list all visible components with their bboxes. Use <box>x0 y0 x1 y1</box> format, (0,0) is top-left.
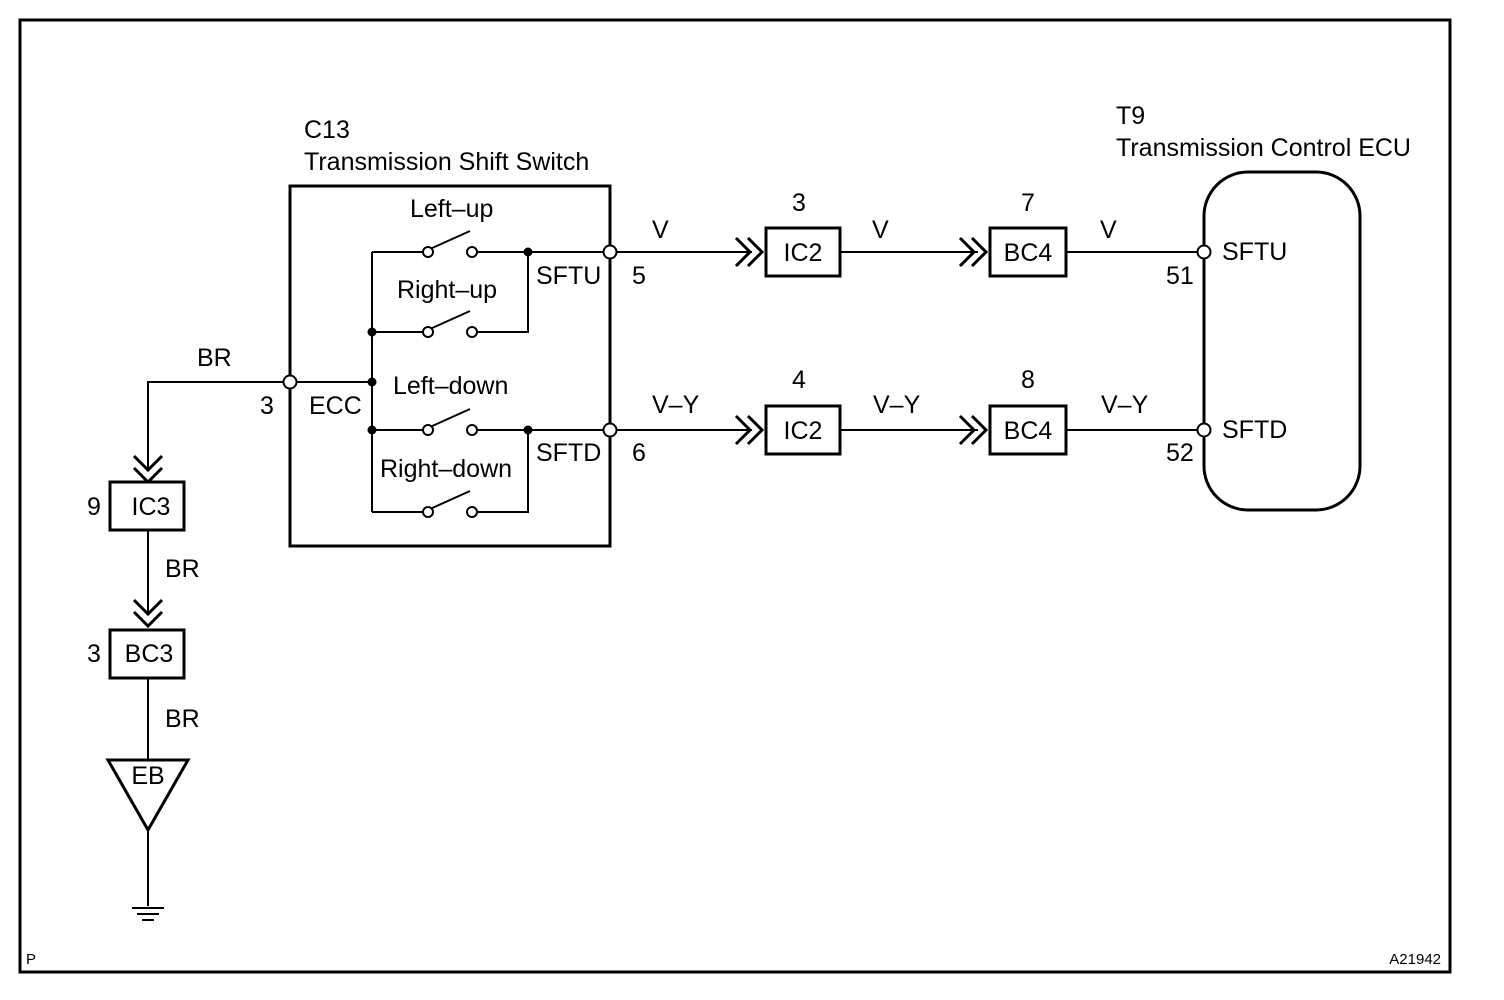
ecu-code: T9 <box>1116 102 1145 130</box>
sftd-pin <box>602 422 618 438</box>
sftu-pin-number: 5 <box>632 262 646 290</box>
ecc-terminal-label: ECC <box>309 392 362 420</box>
connector-pin: 7 <box>1021 189 1035 217</box>
ground-point-label: EB <box>131 762 164 790</box>
connector-bc4-lower <box>988 404 1068 456</box>
contact-terminal <box>466 246 478 258</box>
switch-code: C13 <box>304 116 350 144</box>
contact-terminal <box>422 246 434 258</box>
connector-chevron-icon <box>958 414 989 446</box>
footer-left-mark: P <box>26 951 36 968</box>
connector-name: BC4 <box>1004 239 1053 267</box>
ecu-sftd-pin-number: 52 <box>1166 439 1194 467</box>
connector-name: IC2 <box>784 239 823 267</box>
transmission-ecu: T9 Transmission Control ECU SFTU SFTD 51… <box>1116 102 1411 512</box>
contact-terminal <box>422 506 434 518</box>
contact-terminal <box>422 326 434 338</box>
junction-dot <box>367 425 377 435</box>
switch-body <box>288 184 612 548</box>
sftu-pin <box>602 244 618 260</box>
ground-icon <box>132 907 164 921</box>
wire-color-label: BR <box>165 705 200 733</box>
switch-name: Transmission Shift Switch <box>304 148 589 176</box>
wire-color-label: V <box>872 216 889 244</box>
connector-name: BC3 <box>125 640 174 668</box>
contact-terminal <box>466 326 478 338</box>
connector-bc4-upper <box>988 226 1068 278</box>
connector-pin: 3 <box>87 640 101 668</box>
ecu-sftu-pin <box>1196 244 1212 260</box>
ecu-sftd-label: SFTD <box>1222 416 1287 444</box>
ecu-sftd-pin <box>1196 422 1212 438</box>
wire-color-label: BR <box>197 344 232 372</box>
contact-terminal <box>466 424 478 436</box>
connector-pin: 3 <box>792 189 806 217</box>
ecu-sftu-label: SFTU <box>1222 238 1287 266</box>
connector-pin: 4 <box>792 366 806 394</box>
ground-point-triangle <box>105 758 191 834</box>
sftd-bus <box>372 429 610 513</box>
connector-ic2-lower <box>764 404 842 456</box>
right-down-contact <box>429 490 471 510</box>
left-down-contact <box>429 408 471 428</box>
junction-dot <box>523 425 533 435</box>
connector-name: IC2 <box>784 417 823 445</box>
left-up-contact <box>429 230 471 250</box>
contact-terminal <box>466 506 478 518</box>
sftd-pin-number: 6 <box>632 439 646 467</box>
shift-switch: C13 Transmission Shift Switch Left–up Ri… <box>260 116 646 548</box>
connector-chevron-icon <box>958 236 989 268</box>
ecu-body <box>1202 170 1362 512</box>
wire-color-label: V <box>652 216 669 244</box>
sftu-circuit: V V V IC2 3 BC4 7 <box>616 189 1198 278</box>
connector-name: IC3 <box>132 493 171 521</box>
ground-circuit: BR IC3 9 BR BC3 3 BR EB <box>87 344 284 921</box>
connector-name: BC4 <box>1004 417 1053 445</box>
connector-ic2-upper <box>764 226 842 278</box>
contact-terminal <box>422 424 434 436</box>
ecc-pin-number: 3 <box>260 392 274 420</box>
connector-pin: 8 <box>1021 366 1035 394</box>
figure-id: A21942 <box>1389 951 1441 968</box>
wire-color-label: V–Y <box>652 391 700 419</box>
left-up-label: Left–up <box>410 195 493 223</box>
connector-chevron-icon <box>734 414 765 446</box>
right-up-label: Right–up <box>397 276 497 304</box>
wire-segment <box>147 381 284 470</box>
wire-color-label: BR <box>165 555 200 583</box>
junction-dot <box>367 327 377 337</box>
sftd-circuit: V–Y V–Y V–Y IC2 4 BC4 8 <box>616 366 1198 456</box>
right-down-label: Right–down <box>380 455 512 483</box>
left-down-label: Left–down <box>393 372 508 400</box>
wire-color-label: V–Y <box>873 391 921 419</box>
connector-pin: 9 <box>87 493 101 521</box>
sftu-terminal-label: SFTU <box>536 262 601 290</box>
connector-chevron-icon <box>734 236 765 268</box>
right-up-contact <box>429 310 471 330</box>
connector-chevron-icon <box>132 598 164 629</box>
sftd-terminal-label: SFTD <box>536 439 601 467</box>
wire-color-label: V <box>1100 216 1117 244</box>
sftu-bus <box>372 251 610 333</box>
ecu-sftu-pin-number: 51 <box>1166 262 1194 290</box>
ecc-pin <box>282 374 298 390</box>
wire-color-label: V–Y <box>1101 391 1149 419</box>
diagram-frame <box>18 18 1452 974</box>
junction-dot <box>523 247 533 257</box>
ecu-name: Transmission Control ECU <box>1116 134 1411 162</box>
junction-dot <box>367 377 377 387</box>
